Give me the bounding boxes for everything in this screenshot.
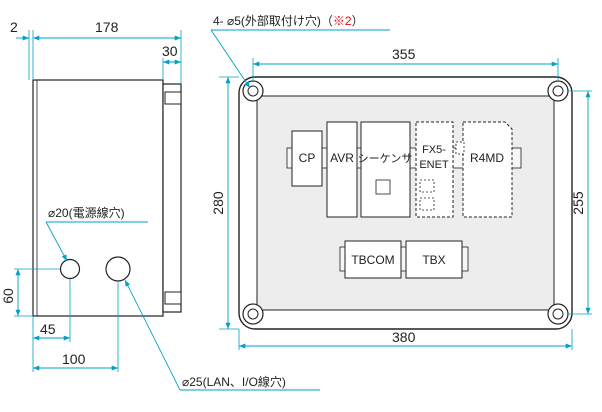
mount-hole-label: 4- ⌀5(外部取付け穴)（※2）: [213, 13, 364, 28]
module-fx5-label-1: FX5-: [422, 144, 446, 156]
mount-hole-note: ※2: [333, 14, 352, 28]
leader-lan-hole: [124, 279, 181, 391]
dim-255-label: 255: [570, 191, 586, 215]
side-lid-hinge-bottom: [164, 291, 182, 305]
module-cp: [291, 130, 323, 187]
module-r4md-label: R4MD: [470, 151, 504, 165]
lan-hole-label: ⌀25(LAN、I/O線穴): [182, 374, 286, 389]
dim-45-label: 45: [40, 321, 56, 337]
dim-100-label: 100: [62, 351, 86, 367]
module-sequencer-label: シーケンサ: [358, 152, 413, 165]
side-enclosure-body: [32, 79, 164, 317]
front-view: CP AVR シーケンサ FX5- ENET R4MD TBCOM TBX: [210, 13, 592, 350]
dim-355-label: 355: [392, 46, 416, 62]
lan-io-cable-hole: [105, 256, 131, 282]
dim-60-label: 60: [0, 288, 16, 304]
terminal-tbcom: [344, 240, 402, 279]
corner-screw-tl: [242, 80, 264, 102]
module-cp-label: CP: [299, 151, 316, 165]
dim-30-label: 30: [162, 43, 178, 59]
fx5-port-2: [419, 197, 435, 211]
dim-2-label: 2: [10, 19, 18, 35]
fx5-port-1: [419, 179, 435, 193]
leader-mount-hole: [210, 29, 251, 89]
module-r4md: [462, 121, 513, 218]
module-sequencer: [360, 121, 411, 218]
dim-380-label: 380: [392, 329, 416, 345]
sequencer-port: [375, 179, 391, 195]
power-hole-label: ⌀20(電源線穴): [48, 205, 125, 220]
side-lid-hinge-top: [164, 91, 182, 105]
module-avr-label: AVR: [330, 151, 354, 165]
dim-178-label: 178: [95, 19, 119, 35]
corner-screw-bl: [242, 303, 264, 325]
terminal-tbcom-label: TBCOM: [351, 253, 394, 267]
leader-power-hole: [45, 221, 68, 262]
corner-screw-br: [547, 303, 569, 325]
dim-280-label: 280: [210, 191, 226, 215]
r4md-connector: [455, 141, 465, 155]
module-avr: [326, 121, 358, 218]
side-view: 2 178 30 60 45 100 ⌀20(電源線穴) ⌀25(LAN、I/O…: [0, 19, 320, 391]
module-fx5-label-2: ENET: [419, 159, 449, 171]
corner-screw-tr: [547, 80, 569, 102]
terminal-tbx-label: TBX: [422, 253, 445, 267]
terminal-tbx: [405, 240, 463, 279]
side-enclosure-lid: [162, 83, 182, 313]
power-cable-hole: [59, 258, 81, 280]
